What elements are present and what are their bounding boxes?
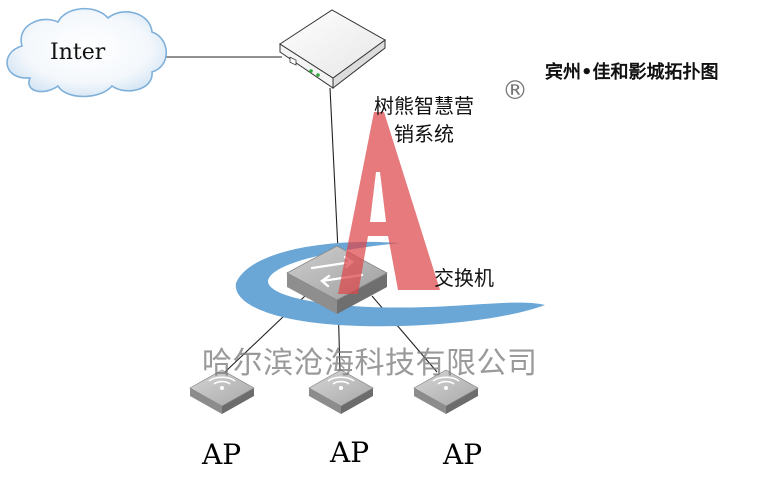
router-led-icon xyxy=(309,69,313,73)
gateway-label-line1: 树熊智慧营 xyxy=(374,94,474,118)
router-port-icon xyxy=(289,56,297,66)
access-point-2 xyxy=(308,369,374,414)
switch-label: 交换机 xyxy=(434,266,494,290)
access-point-1 xyxy=(189,369,255,414)
gateway-router xyxy=(279,9,386,90)
ap-label-3: AP xyxy=(443,438,483,471)
ap-label-2: AP xyxy=(330,436,370,469)
cloud-label: Inter xyxy=(50,40,106,65)
ap-label-1: AP xyxy=(202,438,242,471)
gateway-to-switch-line xyxy=(329,87,339,251)
diagram-title: 宾州•佳和影城拓扑图 xyxy=(545,62,719,83)
registered-mark: ® xyxy=(502,76,528,106)
router-led-icon-2 xyxy=(316,73,320,77)
gateway-label-line2: 销系统 xyxy=(394,122,454,146)
access-point-3 xyxy=(413,369,479,414)
ring-swoosh xyxy=(235,241,545,327)
internet-cloud xyxy=(6,7,167,98)
company-watermark: 哈尔滨沧海科技有限公司 xyxy=(202,346,538,381)
wifi-icon xyxy=(327,376,355,390)
wifi-icon xyxy=(208,376,236,390)
gateway-label: 树熊智慧营 销系统 xyxy=(360,92,488,148)
wifi-icon xyxy=(432,376,460,390)
brand-tower-logo xyxy=(338,112,440,294)
